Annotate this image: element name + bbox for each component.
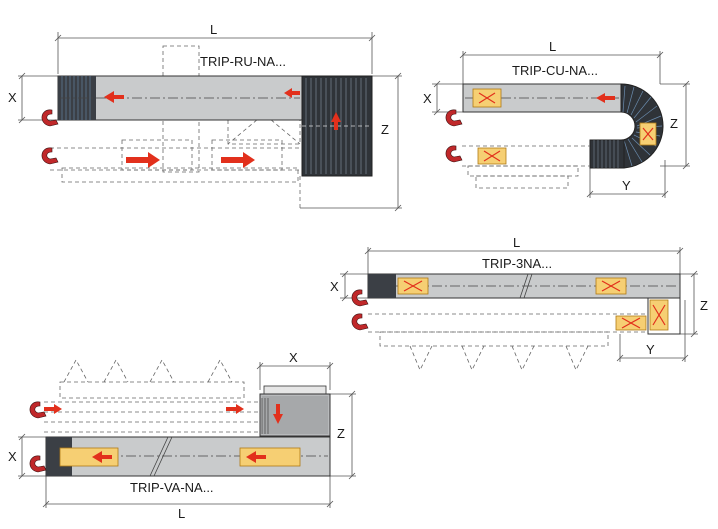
- model-label-ru: TRIP-RU-NA...: [200, 54, 286, 69]
- dimension-label-z: Z: [670, 116, 678, 131]
- dimension-x: [18, 433, 46, 480]
- return-path: [462, 145, 590, 189]
- dimension-l: [364, 247, 684, 274]
- return-path: [50, 139, 301, 208]
- dimension-y: [616, 300, 689, 362]
- dimension-z: [300, 72, 402, 212]
- dimension-label-x: X: [8, 449, 17, 464]
- diagram-trip-3: L X Z Y TRIP-3NA...: [330, 235, 708, 371]
- dimension-label-x: X: [8, 90, 17, 105]
- dimension-label-y: Y: [622, 178, 631, 193]
- handle-icon: [41, 109, 59, 165]
- dimension-label-y: Y: [646, 342, 655, 357]
- model-label-va: TRIP-VA-NA...: [130, 480, 214, 495]
- return-path: [44, 359, 260, 433]
- dimension-x-top: [256, 362, 334, 390]
- dimension-label-l: L: [178, 506, 185, 521]
- diagram-trip-ru: L X Z: [8, 22, 402, 212]
- diagram-trip-cu: L X Z Y: [423, 39, 690, 198]
- flow-arrow: [596, 93, 615, 103]
- lift-cap: [263, 385, 327, 395]
- flow-arrow: [44, 404, 62, 414]
- return-path: [368, 313, 648, 371]
- lift-edge-lines: [261, 398, 269, 434]
- dimension-label-l: L: [549, 39, 556, 54]
- flow-arrow-down: [273, 404, 283, 424]
- dimension-l: [42, 476, 334, 508]
- flow-arrows: [104, 88, 341, 168]
- dimension-label-l: L: [513, 235, 520, 250]
- dimension-label-x-top: X: [289, 350, 298, 365]
- return-roller-block: [589, 139, 625, 169]
- flow-arrow: [226, 404, 244, 414]
- dimension-l: [54, 32, 376, 74]
- dimension-z: [680, 270, 698, 338]
- carrier-icon: [397, 277, 669, 331]
- model-label-3: TRIP-3NA...: [482, 256, 552, 271]
- handle-icon: [351, 289, 369, 331]
- dimension-x: [340, 270, 368, 302]
- carrier-icon: [472, 88, 657, 165]
- flow-arrow: [92, 451, 112, 463]
- lift-frame: [647, 297, 681, 335]
- handle-icon: [445, 109, 463, 163]
- dimension-label-x: X: [423, 91, 432, 106]
- carrier-icon: [59, 447, 119, 467]
- lift-texture: [262, 396, 328, 434]
- dimension-x: [432, 80, 463, 116]
- model-label-cu: TRIP-CU-NA...: [512, 63, 598, 78]
- dimension-label-z: Z: [381, 122, 389, 137]
- flow-arrow: [246, 451, 266, 463]
- dimension-z: [330, 390, 356, 480]
- diagram-trip-va: X Z X L: [8, 350, 356, 521]
- handle-icon: [29, 401, 47, 473]
- end-cylinder-block: [368, 274, 396, 298]
- dimension-label-l: L: [210, 22, 217, 37]
- dimension-label-x: X: [330, 279, 339, 294]
- dimension-l: [459, 51, 664, 84]
- dimension-label-z: Z: [700, 298, 708, 313]
- dimension-x: [18, 72, 58, 124]
- return-roller-ribs: [593, 140, 619, 168]
- dimension-label-z: Z: [337, 426, 345, 441]
